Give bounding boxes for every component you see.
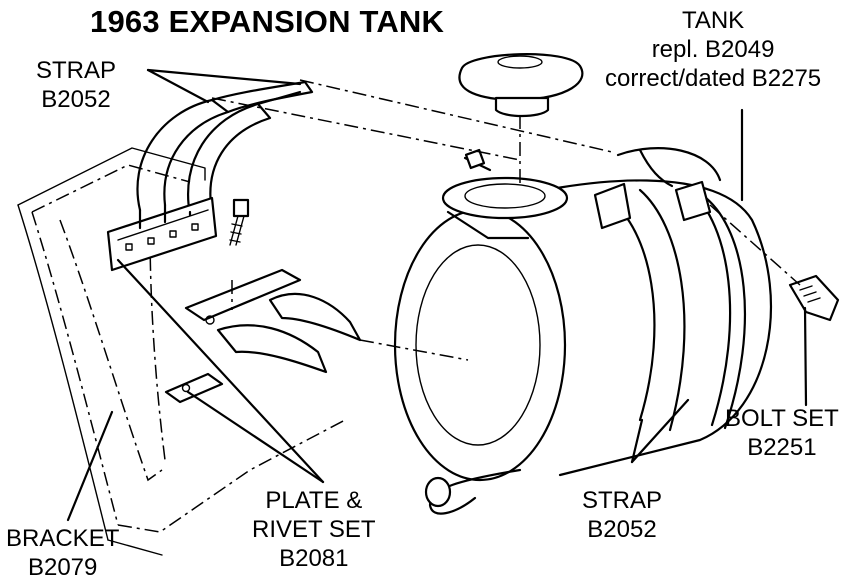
- tank-line2: repl. B2049: [651, 36, 775, 63]
- assembly-centerlines: [211, 79, 801, 361]
- tank-line1: TANK: [681, 7, 745, 34]
- callout-bracket: BRACKET B2079: [6, 524, 119, 582]
- bracket-line2: B2079: [27, 554, 98, 581]
- plate-rivet-line1: PLATE &: [265, 487, 363, 514]
- bracket-line1: BRACKET: [6, 525, 120, 552]
- diagram-title: 1963 EXPANSION TANK: [90, 4, 445, 39]
- strap-top-line1: STRAP: [36, 57, 117, 84]
- strap-top-line2: B2052: [41, 86, 111, 113]
- callout-bolt-set: BOLT SET B2251: [725, 404, 839, 462]
- bolt-set-line2: B2251: [747, 434, 817, 461]
- bracket-drawing: [17, 147, 346, 556]
- callout-strap-bottom: STRAP B2052: [582, 486, 662, 544]
- strap-bottom-line2: B2052: [587, 516, 657, 543]
- tank-drawing: [393, 147, 773, 515]
- plate-rivet-line2: RIVET SET: [252, 516, 376, 543]
- bolt-right-drawing: [788, 274, 840, 322]
- callout-tank: TANK repl. B2049 correct/dated B2275: [605, 6, 821, 93]
- callout-plate-rivet: PLATE & RIVET SET B2081: [252, 486, 376, 573]
- plate-rivet-line3: B2081: [279, 545, 349, 572]
- strap-bottom-line1: STRAP: [582, 487, 663, 514]
- upper-strap-drawing: [106, 80, 314, 272]
- bolt-left-drawing: [229, 198, 250, 246]
- tank-line3: correct/dated B2275: [605, 65, 822, 92]
- radiator-cap-drawing: [458, 53, 584, 118]
- callout-strap-top: STRAP B2052: [36, 56, 116, 114]
- callout-leaders: [66, 68, 808, 522]
- bolt-set-line1: BOLT SET: [725, 405, 839, 432]
- lower-strap-drawing: [164, 268, 362, 404]
